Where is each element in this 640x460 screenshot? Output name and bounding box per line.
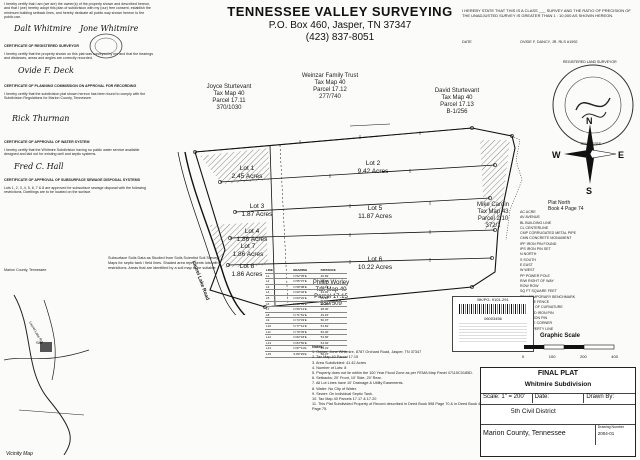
cert-date-label: DATE — [462, 40, 472, 44]
water-cert-text: I hereby certify that the Whitmire Subdi… — [4, 148, 140, 157]
graphic-scale-title: Graphic Scale — [540, 333, 581, 339]
vicinity-map — [4, 294, 90, 455]
plat-north-note: Plat North — [548, 200, 571, 206]
civil-district: 5th Civil District — [511, 408, 556, 415]
company-title: TENNESSEE VALLEY SURVEYING — [227, 4, 453, 19]
compass-n: N — [586, 116, 593, 126]
compass-e: E — [618, 150, 625, 160]
water-cert-heading: CERTIFICATE OF APPROVAL OF WATER SYSTEM — [4, 140, 90, 144]
surveyor-name: OVIDE F. DANCY, JR. RLS #1992 — [520, 40, 578, 44]
health-signature: Fred C. Hall — [14, 162, 64, 171]
vicinity-site-label: Site — [36, 340, 43, 345]
final-plat-label: FINAL PLAT — [537, 370, 579, 377]
owner-certificate: I hereby certify that I am (we are) the … — [4, 2, 151, 19]
drawing-number: 2004-01 — [597, 431, 615, 436]
subdivision-name: Whitmire Subdivision — [524, 381, 592, 388]
company-phone: (423) 837-8051 — [305, 32, 375, 43]
surveyor-cert-text: I hereby certify that the property shown… — [4, 52, 154, 61]
surveyor-signature: Ovide F. Deck — [18, 66, 74, 75]
planning-cert-text: I hereby certify that the subdivision pl… — [4, 92, 146, 101]
barcode — [459, 304, 527, 314]
owner-signature-2: Jone Whitmire — [80, 24, 139, 33]
company-address: P.O. Box 460, Jasper, TN 37347 — [268, 20, 412, 31]
plat-drawing — [177, 123, 523, 315]
recording-stamp: BK/PG: 9101-291 06003456 — [452, 296, 534, 352]
septic-note: Subsurface Soils Data as Studied from So… — [108, 256, 219, 270]
compass-s: S — [586, 186, 593, 196]
seal-text-top: REGISTERED LAND SURVEYOR — [563, 60, 617, 64]
owner-signature-1: Dalt Whitmire — [14, 24, 72, 33]
notes-block: Notes: 1. Owner: Jone Whitmire, 8787 Orc… — [312, 345, 485, 412]
septic-cert-heading: CERTIFICATE OF APPROVAL OF SUBSURFACE SE… — [4, 178, 140, 182]
title-block: FINAL PLAT Whitmire Subdivision Scale: 1… — [480, 367, 636, 457]
surveyor-cert-heading: CERTIFICATE OF REGISTERED SURVEYOR — [4, 44, 79, 48]
compass-w: W — [552, 150, 561, 160]
plat-north-book: Book 4 Page 74 — [548, 206, 584, 212]
planning-cert-heading: CERTIFICATE OF PLANNING COMMISSION ON AP… — [4, 84, 137, 88]
septic-cert-text: Lots 1, 2, 3, 4, 5, 6, 7 & 8 are approve… — [4, 186, 147, 195]
county-name: Marion County, Tennessee — [483, 430, 566, 437]
north-arrow — [564, 124, 617, 184]
surveyor-seal — [89, 33, 123, 59]
graphic-scale-bar — [524, 344, 615, 350]
surveyor-statement: I HEREBY STATE THAT THIS IS A CLASS ___ … — [462, 8, 631, 18]
planning-signature: Rick Thurman — [12, 114, 70, 123]
vicinity-map-title: Vicinity Map — [6, 451, 33, 457]
county-label: Marion County, Tennessee — [4, 268, 47, 272]
